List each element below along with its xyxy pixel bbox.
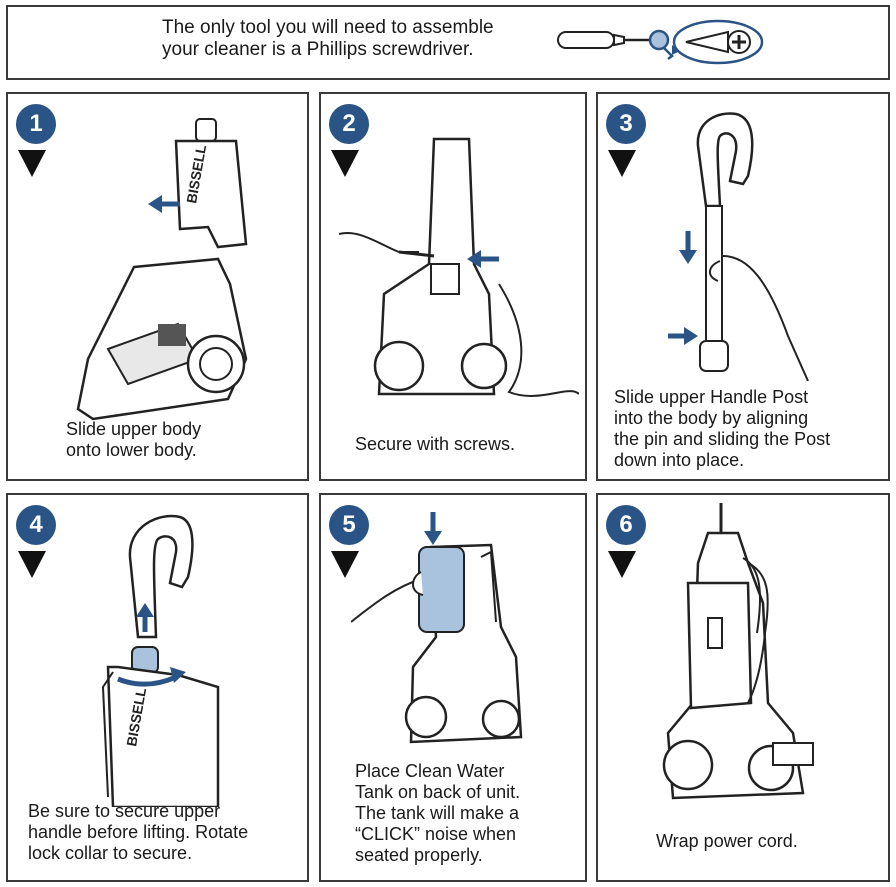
lock-collar-illustration: BISSELL xyxy=(101,514,220,807)
step-5-panel: 5 Place Clean Water Tank on back of unit… xyxy=(319,493,587,882)
down-pointer-icon xyxy=(331,551,359,578)
step-2-badge: 2 xyxy=(329,104,369,144)
step-6-caption: Wrap power cord. xyxy=(656,831,798,852)
tool-instruction: The only tool you will need to assemble … xyxy=(162,17,494,61)
step-3-caption: Slide upper Handle Post into the body by… xyxy=(614,387,830,471)
step-3-panel: 3 Slide upper Handle Post into the body … xyxy=(596,92,890,481)
step-1-panel: 1 BISSELL Slide upper body onto lower bo… xyxy=(6,92,309,481)
caption-line: Wrap power cord. xyxy=(656,831,798,851)
caption-line: lock collar to secure. xyxy=(28,843,193,863)
step-6-badge: 6 xyxy=(606,505,646,545)
step-1-badge: 1 xyxy=(16,104,56,144)
step-4-caption: Be sure to secure upper handle before li… xyxy=(28,801,248,864)
caption-line: into the body by aligning xyxy=(614,408,809,428)
caption-line: Place Clean Water xyxy=(355,761,505,781)
step-4-panel: 4 BISSELL Be sure to secure upper handle… xyxy=(6,493,309,882)
down-pointer-icon xyxy=(608,551,636,578)
water-tank-illustration xyxy=(351,512,523,744)
handle-post-illustration xyxy=(668,112,809,381)
down-pointer-icon xyxy=(18,551,46,578)
step-2-panel: 2 Secure with screws. xyxy=(319,92,587,481)
step-4-badge: 4 xyxy=(16,505,56,545)
caption-line: seated properly. xyxy=(355,845,483,865)
power-cord-illustration xyxy=(662,503,814,800)
caption-line: Slide upper Handle Post xyxy=(614,387,809,407)
caption-line: Secure with screws. xyxy=(355,434,516,454)
step-5-caption: Place Clean Water Tank on back of unit. … xyxy=(355,761,520,866)
step-1-caption: Slide upper body onto lower body. xyxy=(66,419,201,461)
caption-line: the pin and sliding the Post xyxy=(614,429,831,449)
tool-instruction-line-2: your cleaner is a Phillips screwdriver. xyxy=(162,39,474,60)
down-pointer-icon xyxy=(331,150,359,177)
step-3-badge: 3 xyxy=(606,104,646,144)
caption-line: Tank on back of unit. xyxy=(355,782,521,802)
tool-banner: The only tool you will need to assemble … xyxy=(6,5,890,80)
down-pointer-icon xyxy=(608,150,636,177)
step-2-caption: Secure with screws. xyxy=(355,434,515,455)
caption-line: onto lower body. xyxy=(66,440,197,460)
caption-line: The tank will make a xyxy=(355,803,520,823)
caption-line: down into place. xyxy=(614,450,745,470)
tool-instruction-line-1: The only tool you will need to assemble xyxy=(162,17,494,38)
caption-line: Be sure to secure upper xyxy=(28,801,221,821)
down-pointer-icon xyxy=(18,150,46,177)
caption-line: handle before lifting. Rotate xyxy=(28,822,249,842)
step-5-badge: 5 xyxy=(329,505,369,545)
step-6-panel: 6 Wrap power cord. xyxy=(596,493,890,882)
upper-body-illustration: BISSELL xyxy=(76,118,248,421)
phillips-screwdriver-icon xyxy=(557,19,764,65)
caption-line: “CLICK” noise when xyxy=(355,824,517,844)
caption-line: Slide upper body xyxy=(66,419,202,439)
screw-securing-illustration xyxy=(339,137,579,397)
